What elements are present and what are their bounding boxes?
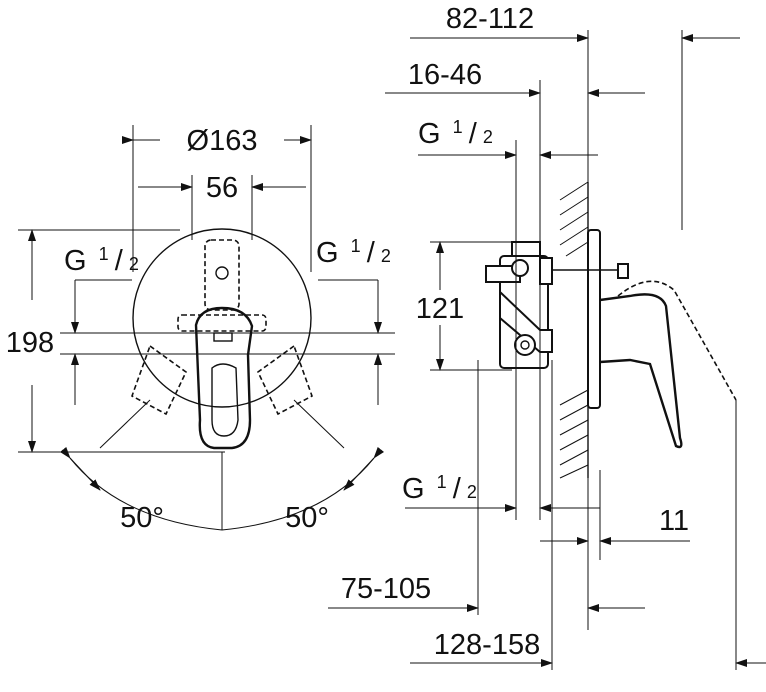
cover-plate-outline: [132, 228, 312, 408]
mounting-plate: [587, 229, 601, 409]
total-range-label: 128-158: [434, 629, 540, 661]
wall-section: [559, 181, 589, 479]
install-range-label: 75-105: [341, 573, 431, 605]
lever-side-profile: [599, 293, 683, 449]
angle-left-label: 50°: [120, 502, 164, 534]
angle-right-label: 50°: [285, 502, 329, 534]
plate-thickness-label: 11: [659, 505, 689, 537]
height-label: 198: [6, 327, 54, 359]
depth-range-label: 82-112: [446, 3, 534, 35]
front-view: Ø163 56 198 G 1 / 2 G 1 / 2: [6, 125, 395, 534]
thread-right-label: G 1 / 2: [316, 227, 391, 269]
thread-top-label: G 1 / 2: [418, 108, 493, 150]
thread-left-label: G 1 / 2: [64, 235, 139, 277]
thread-bottom-label: G 1 / 2: [402, 463, 477, 505]
lever-handle: [194, 306, 254, 450]
body-height-label: 121: [416, 293, 464, 325]
valve-body: [485, 241, 629, 369]
wall-range-label: 16-46: [408, 59, 482, 91]
side-view: 82-112 16-46 G 1 / 2 121 G 1 / 2: [328, 3, 766, 670]
diameter-label: Ø163: [187, 125, 258, 157]
handle-width-label: 56: [206, 172, 238, 204]
